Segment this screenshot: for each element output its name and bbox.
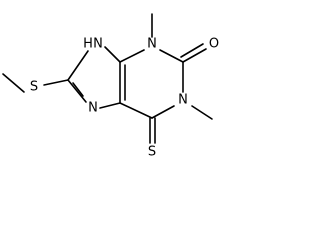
- atom-n7: N: [88, 101, 98, 116]
- bond-n1-c6: [151, 105, 175, 119]
- bond-c2-o: [182, 48, 207, 63]
- atom-n1: N: [178, 93, 188, 108]
- atom-s-thione: S: [148, 145, 156, 160]
- bond-n7-c8: [67, 79, 87, 103]
- atom-s-methylthio: S: [30, 80, 38, 95]
- bond-c2-o-double: [180, 43, 204, 58]
- bond-n9-c4: [104, 46, 121, 63]
- bond-c4-n3: [119, 49, 145, 63]
- bond-c8-n9: [67, 50, 89, 81]
- bond-n3-c2: [159, 49, 184, 63]
- atom-label-group: S N H N N N O S: [30, 37, 219, 160]
- bond-group: [2, 13, 213, 144]
- molecule-structure-diagram: S N H N N N O S: [2, 13, 219, 160]
- atom-n9: N: [93, 37, 103, 52]
- bond-n1-ch3: [191, 105, 213, 120]
- bond-ch3-s: [2, 73, 25, 93]
- atom-o-carbonyl: O: [209, 37, 219, 52]
- atom-n3: N: [147, 37, 157, 52]
- atom-h-on-n9: H: [83, 37, 93, 52]
- bond-c5-n7: [99, 102, 121, 109]
- bond-s-c8: [43, 79, 69, 86]
- bond-n7-c8-double: [72, 82, 84, 97]
- bond-c6-c5: [119, 102, 153, 119]
